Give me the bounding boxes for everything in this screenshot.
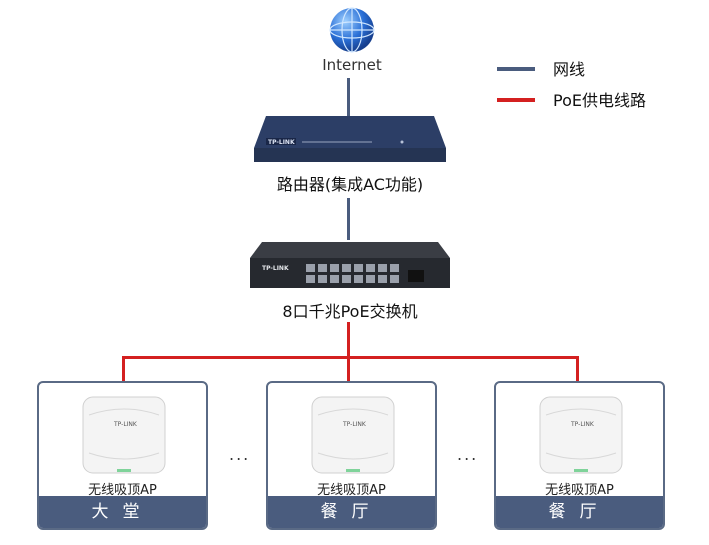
poe-cable-horizontal: [122, 356, 579, 359]
legend-label-poe: PoE供电线路: [553, 91, 646, 110]
router-label: 路由器(集成AC功能): [276, 175, 424, 194]
room-label: 餐厅: [268, 496, 435, 528]
ellipsis-2: ...: [457, 445, 479, 464]
ap-label: 无线吸顶AP: [88, 483, 157, 498]
globe-icon: [329, 7, 375, 53]
ap-label: 无线吸顶AP: [317, 483, 386, 498]
poe-cable-ap2: [347, 356, 350, 398]
legend-swatch-poe: [497, 98, 535, 102]
poe-cable-trunk: [347, 322, 350, 357]
ap-brand: TP-LINK: [571, 421, 594, 428]
switch-device: [250, 242, 450, 288]
switch-brand: TP-LINK: [262, 265, 289, 272]
ap-device: [311, 396, 395, 474]
poe-cable-ap1: [122, 356, 125, 398]
room-label: 大堂: [39, 496, 206, 528]
room-label: 餐厅: [496, 496, 663, 528]
ellipsis-1: ...: [229, 445, 251, 464]
poe-cable-ap3: [576, 356, 579, 398]
room-box-dining-2: TP-LINK 无线吸顶AP 餐厅: [494, 381, 665, 530]
cable-router-switch: [347, 198, 350, 240]
room-box-lobby: TP-LINK 无线吸顶AP 大堂: [37, 381, 208, 530]
ap-device: [539, 396, 623, 474]
ap-label: 无线吸顶AP: [545, 483, 614, 498]
cable-internet-router: [347, 78, 350, 116]
ap-brand: TP-LINK: [343, 421, 366, 428]
router-brand: TP-LINK: [268, 139, 295, 146]
room-box-dining-1: TP-LINK 无线吸顶AP 餐厅: [266, 381, 437, 530]
router-device: [254, 116, 446, 162]
ap-brand: TP-LINK: [114, 421, 137, 428]
ap-device: [82, 396, 166, 474]
legend: 网线 PoE供电线路: [497, 56, 697, 116]
legend-swatch-network: [497, 67, 535, 71]
legend-label-network: 网线: [553, 60, 586, 79]
internet-label: Internet: [322, 56, 382, 74]
switch-label: 8口千兆PoE交换机: [282, 302, 418, 321]
